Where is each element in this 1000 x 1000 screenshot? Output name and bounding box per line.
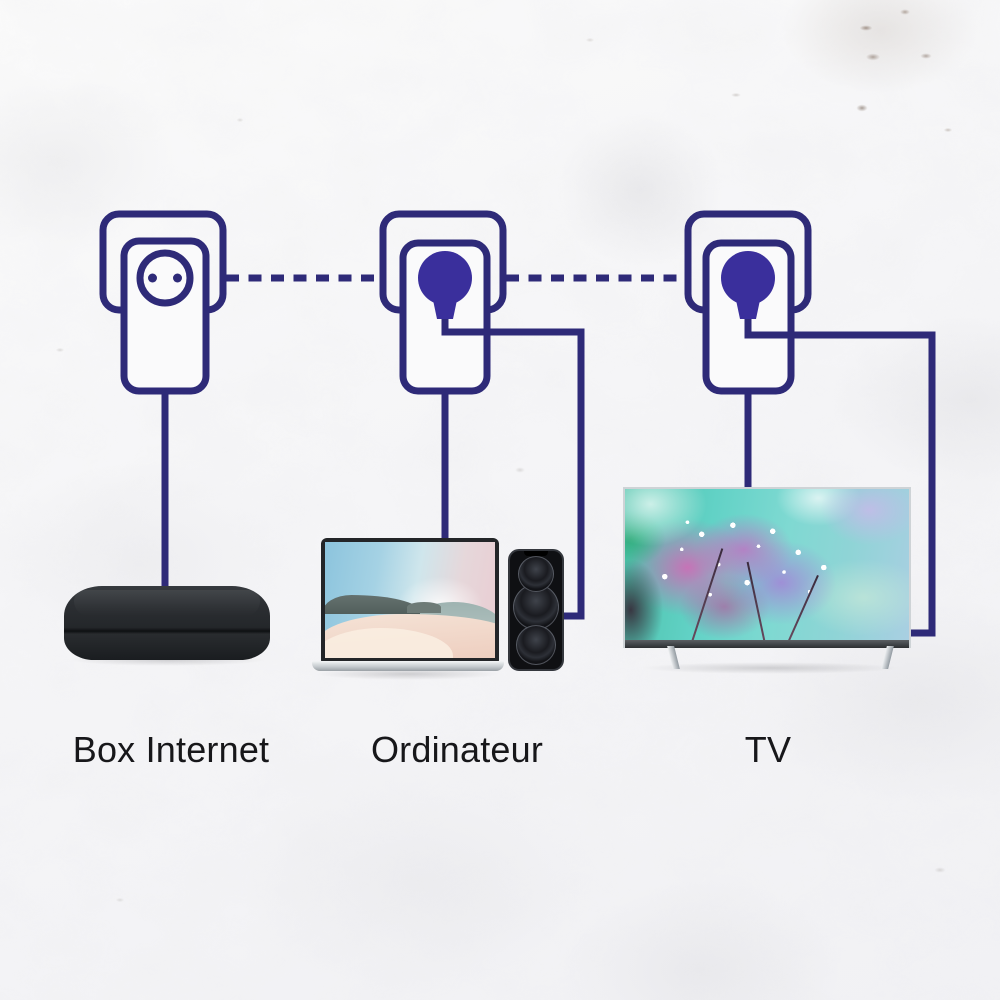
- cable-to-tv-side: [744, 310, 936, 637]
- label-box-internet: Box Internet: [72, 729, 270, 770]
- flower-stem: [785, 575, 819, 648]
- powerline-adapter-tv: [684, 210, 936, 637]
- phone-wallpaper-ring: [516, 625, 556, 665]
- phone-wallpaper-ring: [513, 584, 559, 630]
- plug-neck: [433, 300, 457, 319]
- socket-pin-left: [148, 273, 157, 283]
- laptop: [321, 538, 499, 662]
- laptop-screen-wallpaper: [325, 542, 495, 658]
- tv-screen-wallpaper: [625, 489, 909, 648]
- smartphone: [508, 549, 564, 671]
- adapter-body: [120, 237, 210, 395]
- powerline-adapter-computer: [379, 210, 585, 620]
- socket-pin-right: [173, 273, 182, 283]
- tv: [623, 487, 911, 648]
- laptop-shadow: [316, 668, 500, 680]
- flower-stem: [688, 548, 723, 648]
- internet-box: [64, 586, 270, 660]
- wallpaper-ridge-2: [406, 602, 441, 613]
- label-tv: TV: [744, 729, 792, 770]
- wallpaper-ridge: [325, 595, 421, 614]
- plug-icon: [418, 251, 472, 305]
- laptop-base: [312, 661, 504, 671]
- label-ordinateur: Ordinateur: [370, 729, 544, 770]
- socket-icon: [136, 249, 194, 307]
- plug-neck: [736, 300, 760, 319]
- phone-notch: [524, 551, 548, 556]
- plug-icon: [721, 251, 775, 305]
- powerline-adapter-box: [99, 210, 227, 595]
- phone-wallpaper-ring: [518, 556, 554, 592]
- tv-bottom-bezel: [625, 640, 909, 648]
- cable-to-phone: [441, 310, 585, 620]
- flower-stem: [746, 562, 768, 648]
- tv-shadow: [640, 662, 900, 674]
